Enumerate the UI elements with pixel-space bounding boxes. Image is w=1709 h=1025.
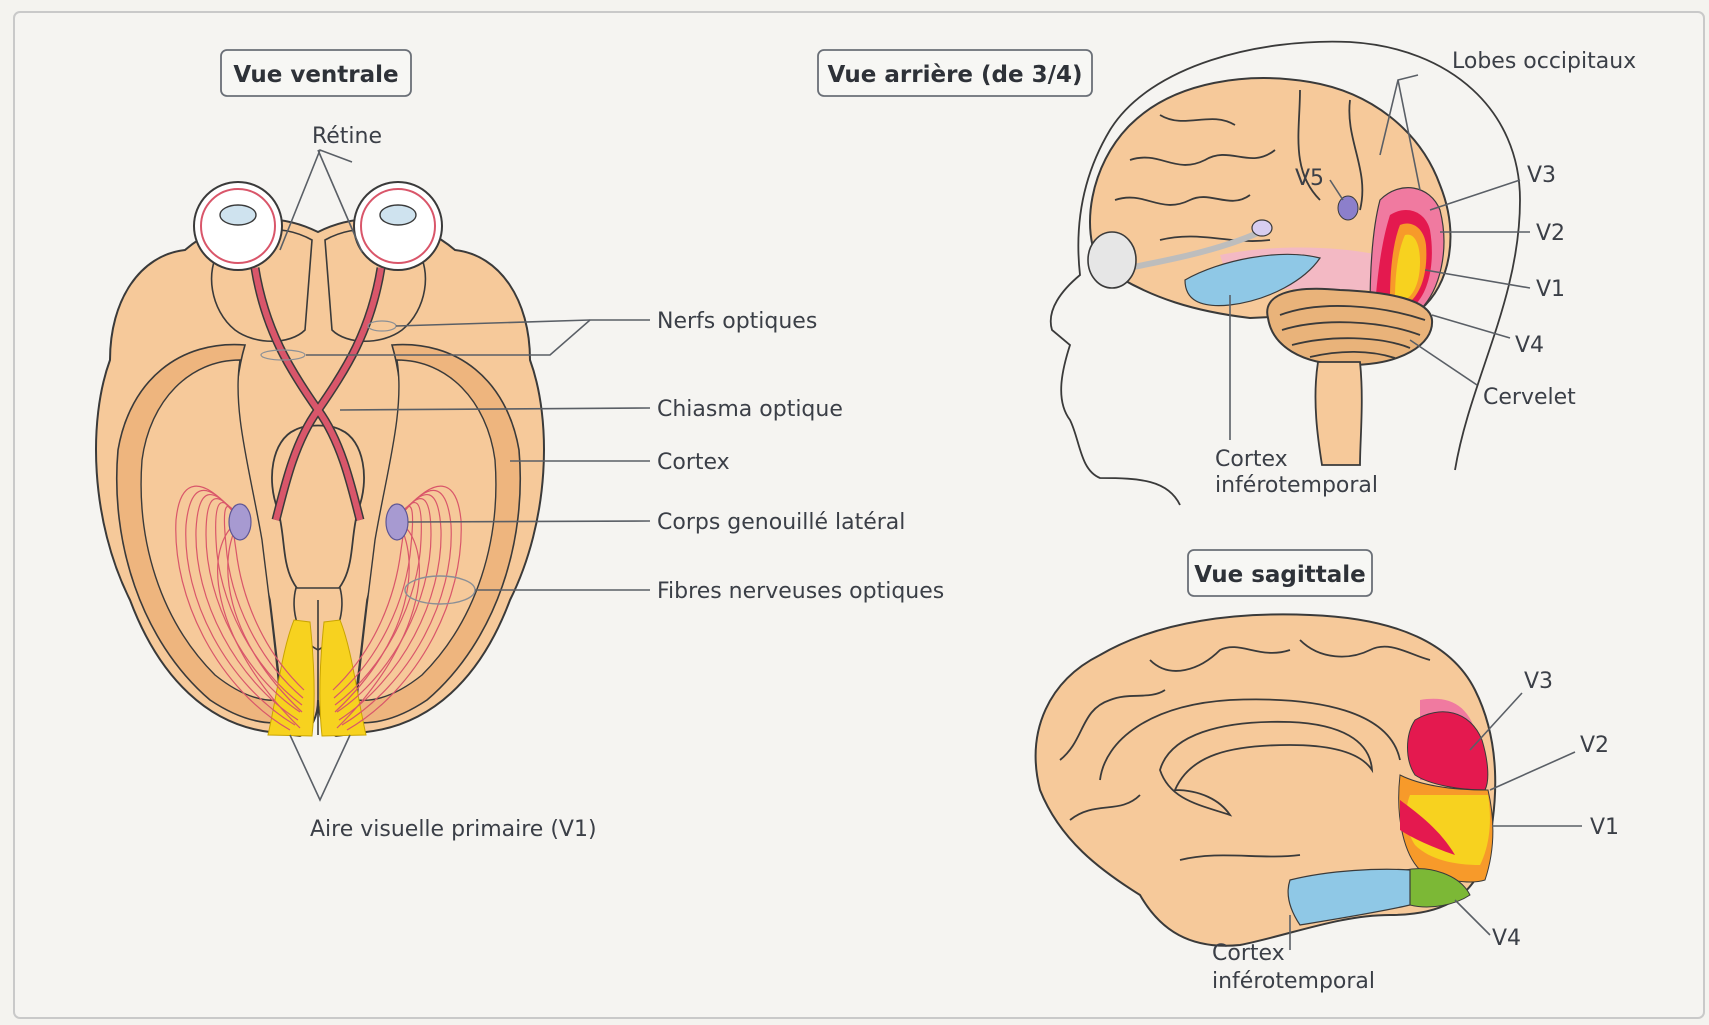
label-rear-v2: V2 bbox=[1536, 221, 1565, 246]
label-rear-v3: V3 bbox=[1527, 163, 1556, 188]
label-lgn: Corps genouillé latéral bbox=[657, 510, 905, 535]
label-rear-v4: V4 bbox=[1515, 333, 1544, 358]
rear-brainstem bbox=[1315, 362, 1361, 465]
eye-left-lens bbox=[220, 205, 256, 225]
label-retina: Rétine bbox=[312, 124, 382, 149]
lgn-left bbox=[229, 504, 251, 540]
label-rear-v1: V1 bbox=[1536, 277, 1565, 302]
label-optic-fibers: Fibres nerveuses optiques bbox=[657, 579, 944, 604]
label-sagittal-v1: V1 bbox=[1590, 815, 1619, 840]
label-sagittal-v2: V2 bbox=[1580, 733, 1609, 758]
rear-eye bbox=[1088, 232, 1136, 288]
eye-left bbox=[194, 182, 282, 270]
rear-v5 bbox=[1338, 196, 1358, 220]
label-sagittal-v3: V3 bbox=[1524, 669, 1553, 694]
label-occipital-lobes: Lobes occipitaux bbox=[1452, 49, 1636, 74]
label-rear-v5: V5 bbox=[1295, 166, 1324, 191]
label-cortex: Cortex bbox=[657, 450, 730, 475]
label-rear-it-2: inférotemporal bbox=[1215, 473, 1378, 498]
eye-right-lens bbox=[380, 205, 416, 225]
rear-title: Vue arrière (de 3/4) bbox=[827, 62, 1082, 88]
label-v1-area: Aire visuelle primaire (V1) bbox=[310, 817, 597, 842]
label-sagittal-it-2: inférotemporal bbox=[1212, 969, 1375, 994]
label-sagittal-v4: V4 bbox=[1492, 926, 1521, 951]
label-sagittal-it-1: Cortex bbox=[1212, 941, 1285, 966]
label-rear-it-1: Cortex bbox=[1215, 447, 1288, 472]
lgn-leader bbox=[408, 521, 650, 522]
ventral-title: Vue ventrale bbox=[233, 62, 398, 88]
rear-lgn bbox=[1252, 220, 1272, 236]
label-optic-chiasm: Chiasma optique bbox=[657, 397, 843, 422]
lgn-right bbox=[386, 504, 408, 540]
eye-right bbox=[354, 182, 442, 270]
label-optic-nerves: Nerfs optiques bbox=[657, 309, 817, 334]
label-cerebellum: Cervelet bbox=[1483, 385, 1576, 410]
sagittal-title: Vue sagittale bbox=[1194, 562, 1366, 588]
